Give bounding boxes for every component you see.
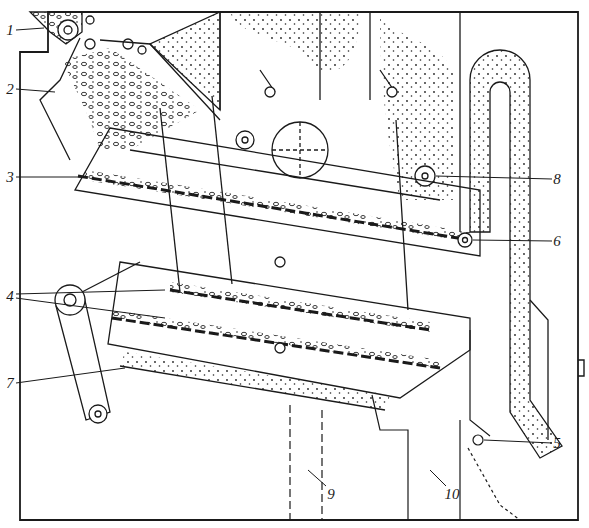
- outlets-part: [290, 405, 322, 520]
- hopper-part: [85, 39, 95, 49]
- hopper-part: [123, 39, 133, 49]
- lower-sieves-part: [120, 366, 385, 410]
- hopper-part: [138, 46, 146, 54]
- upper-sieve-part: [130, 150, 440, 200]
- callout-number: 9: [327, 487, 335, 502]
- callout-number: 8: [553, 172, 561, 187]
- outlets-part: [473, 435, 483, 445]
- lower-sieves-part: [108, 262, 470, 398]
- callout-number: 6: [553, 234, 561, 249]
- crank-drive-part: [82, 262, 140, 292]
- upper-sieve-part: [458, 233, 472, 247]
- crank-drive-part: [55, 285, 85, 315]
- crank-drive-part: [89, 405, 107, 423]
- upper-sieve-part: [160, 108, 180, 292]
- outlets-part: [372, 395, 460, 520]
- leader-lines-part: [16, 89, 55, 92]
- upper-sieve-part: [463, 238, 468, 243]
- leader-lines-part: [436, 176, 552, 179]
- leader-lines-part: [308, 470, 326, 486]
- crank-drive-part: [95, 411, 101, 417]
- callout-number: 5: [553, 436, 561, 451]
- leader-lines-part: [16, 368, 125, 383]
- hopper-part: [58, 20, 78, 40]
- outlets: [290, 330, 520, 520]
- housing: [20, 12, 584, 520]
- upper-sieve: [75, 96, 480, 310]
- leader-lines-part: [16, 298, 165, 318]
- callout-number: 1: [6, 23, 14, 38]
- lower-sieves-part: [170, 290, 430, 330]
- hopper-part: [40, 38, 80, 160]
- lower-sieves: [108, 257, 470, 410]
- callout-number: 2: [6, 82, 14, 97]
- upper-sieve-part: [75, 128, 480, 256]
- aspiration-channels-part: [242, 137, 248, 143]
- callout-number: 3: [6, 170, 14, 185]
- upper-sieve-part: [212, 96, 232, 284]
- upper-sieve-part: [78, 176, 470, 240]
- callout-number: 10: [445, 487, 460, 502]
- crank-drive-part: [56, 296, 110, 420]
- leader-lines-part: [473, 240, 552, 241]
- aspiration-channels-part: [150, 12, 220, 110]
- aspiration-channels-part: [380, 12, 455, 200]
- aspiration-channels-part: [272, 122, 328, 178]
- aspiration-channels-part: [236, 131, 254, 149]
- hopper: [30, 12, 220, 160]
- housing-part: [578, 360, 584, 376]
- callout-number: 7: [6, 376, 14, 391]
- lower-sieves-part: [120, 352, 390, 410]
- leader-lines-part: [16, 290, 165, 294]
- hopper-part: [86, 16, 94, 24]
- hopper-part: [64, 26, 72, 34]
- lower-sieves-part: [275, 257, 285, 267]
- leader-lines-part: [430, 470, 446, 486]
- aspiration-channels: [150, 12, 460, 232]
- lower-sieves-part: [170, 282, 430, 332]
- leader-lines: [16, 28, 552, 486]
- housing-part: [20, 12, 578, 520]
- outlets-part: [470, 330, 490, 436]
- aspiration-channels-part: [260, 70, 395, 92]
- crank-drive: [55, 262, 140, 423]
- return-duct-part: [530, 300, 548, 440]
- aspiration-channels-part: [272, 122, 328, 178]
- callout-number: 4: [6, 289, 14, 304]
- aspiration-channels-part: [230, 12, 360, 72]
- aspiration-channels-part: [265, 87, 275, 97]
- return-duct: [470, 50, 562, 458]
- leader-lines-part: [484, 440, 552, 443]
- leader-lines-part: [16, 28, 44, 30]
- aspiration-channels-part: [415, 166, 435, 186]
- lower-sieves-part: [275, 343, 285, 353]
- leader-lines-part: [16, 177, 80, 178]
- outlets-part: [468, 448, 520, 520]
- return-duct-part: [470, 50, 562, 458]
- upper-sieve-part: [396, 120, 408, 310]
- aspiration-channels-part: [422, 173, 428, 179]
- aspiration-channels-part: [387, 87, 397, 97]
